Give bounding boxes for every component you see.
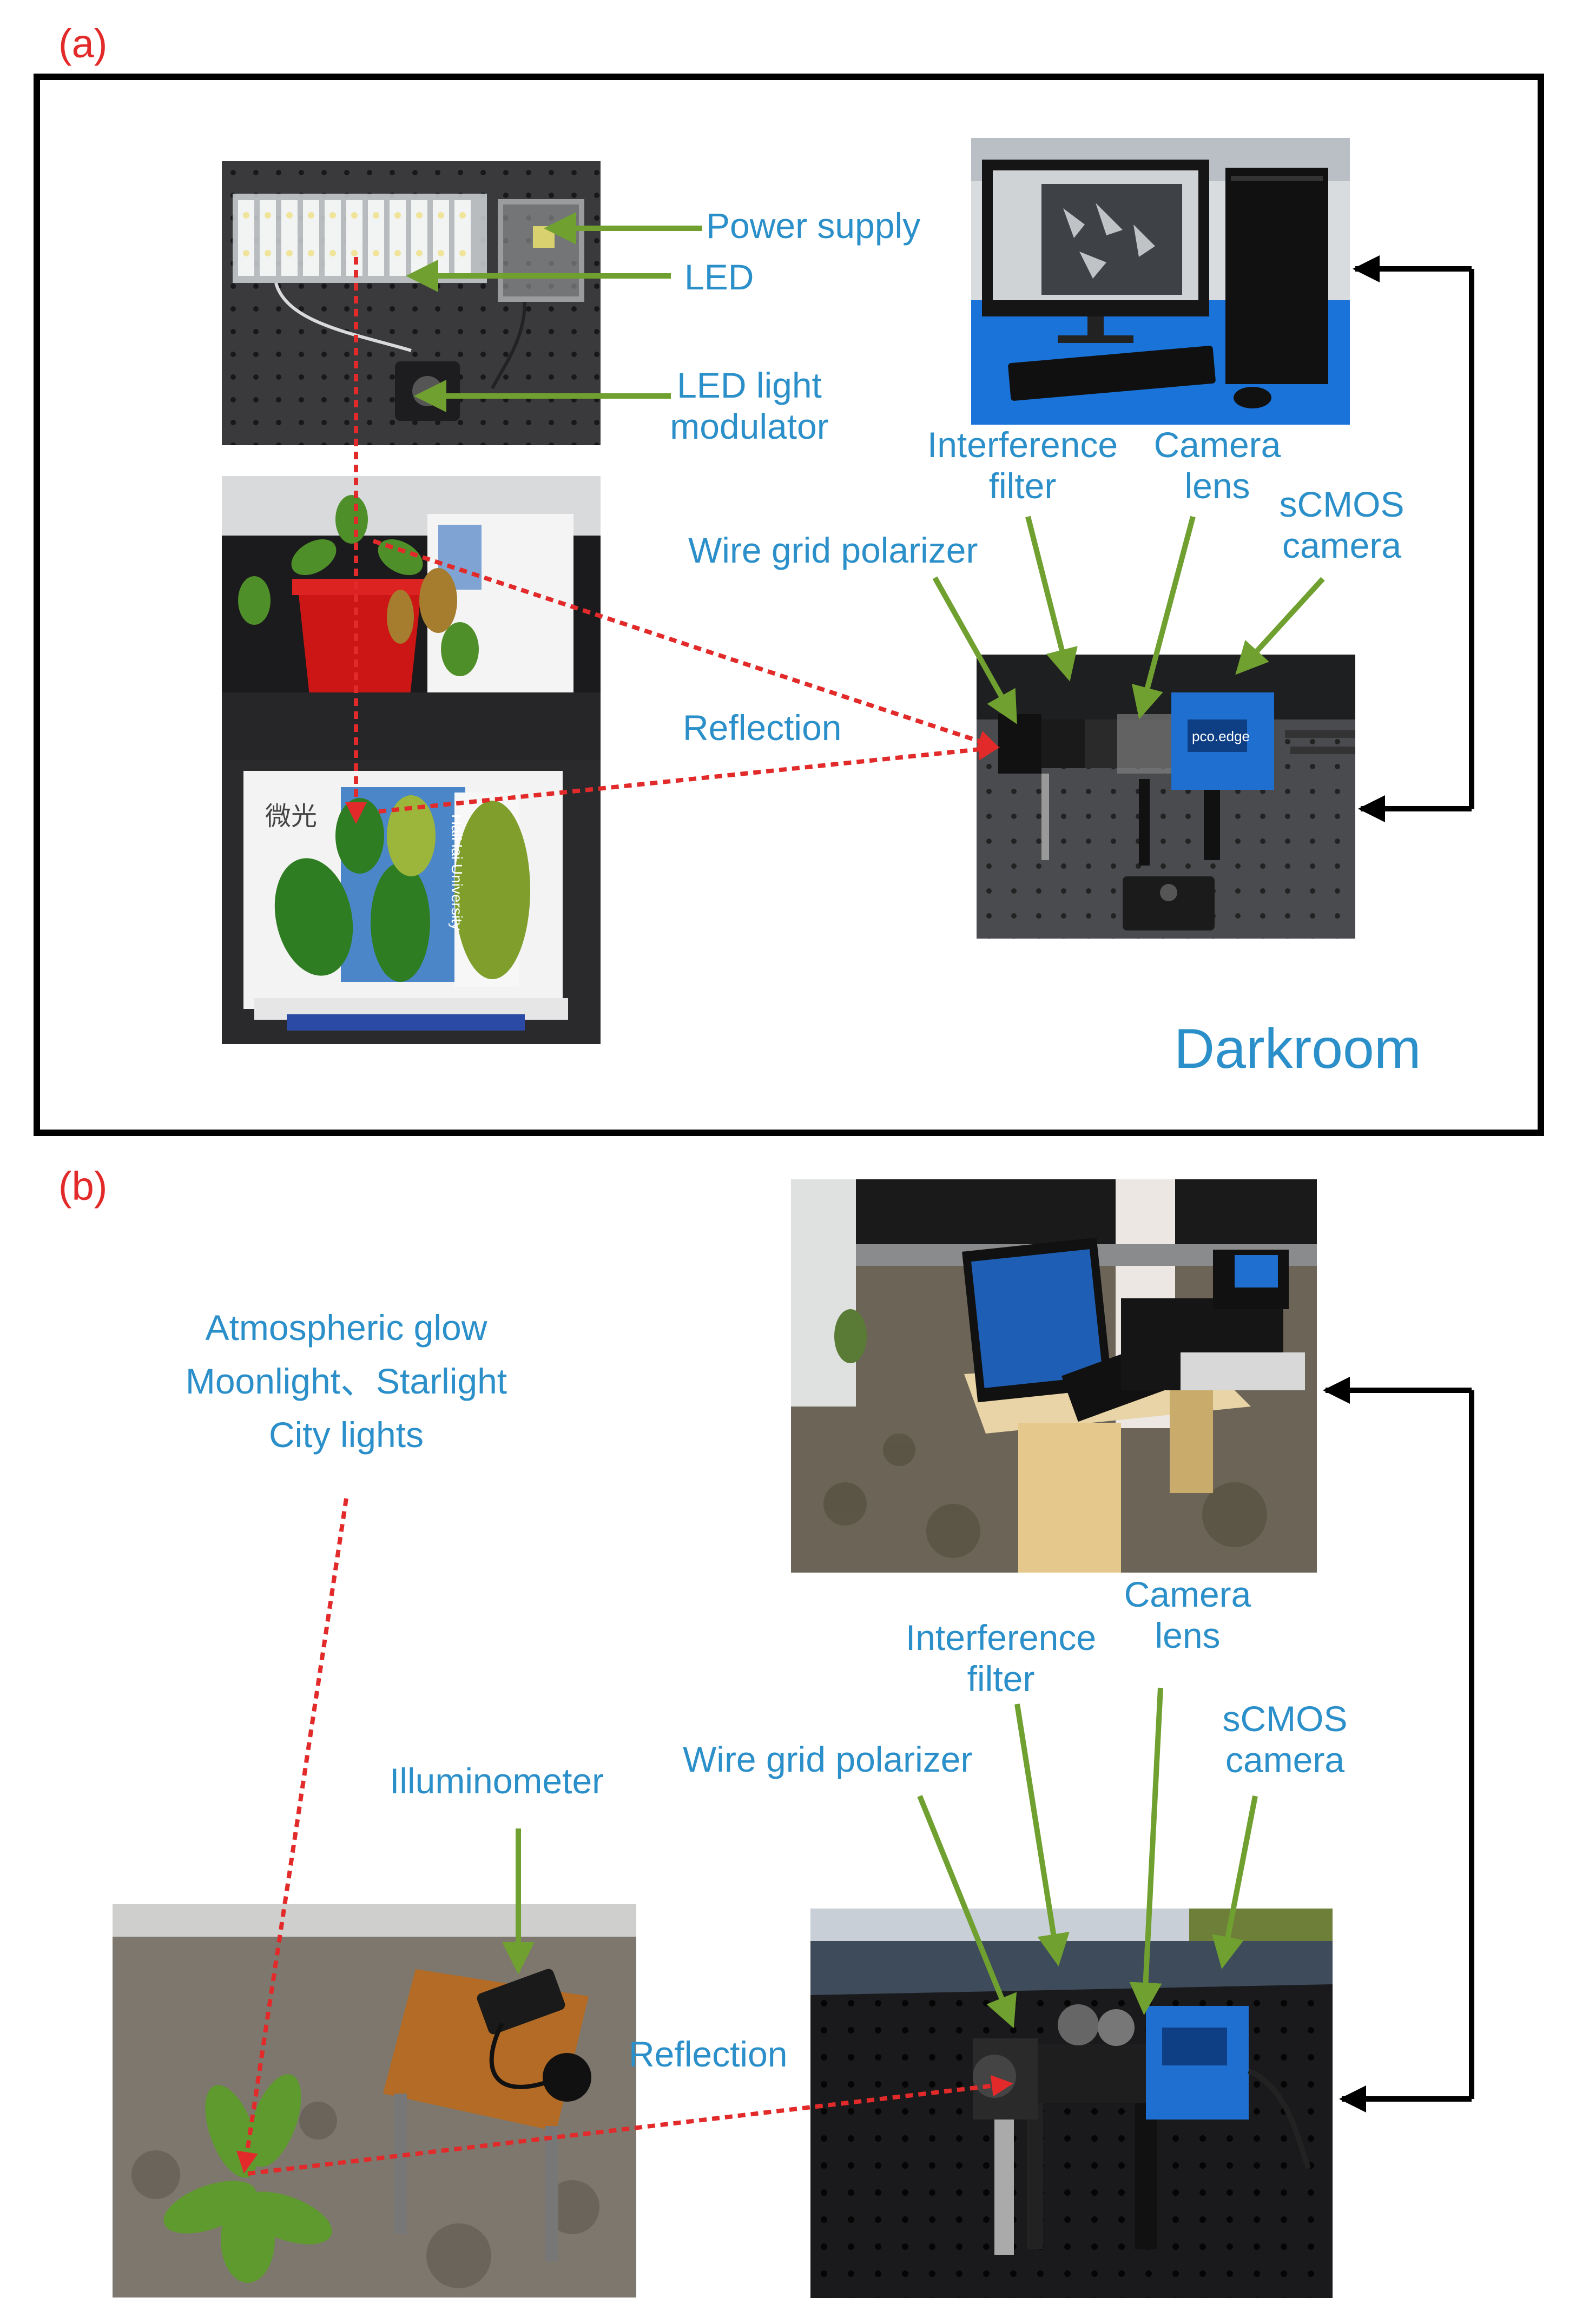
arrow-wire-grid-polarizer-b [917, 1795, 1017, 2029]
potted-plant-photo [222, 476, 601, 763]
darkroom-frame [34, 74, 1544, 1136]
light-path-leaf-to-camera [378, 738, 1000, 814]
label-ambient-light-sources: Atmospheric glow Moonlight、Starlight Cit… [185, 1308, 507, 1455]
light-path-plant-to-camera [372, 539, 1000, 751]
label-wire-grid-polarizer-a: Wire grid polarizer [688, 530, 978, 570]
arrow-camera-lens-a [1131, 516, 1196, 719]
arrow-scmos-camera-b [1212, 1795, 1258, 1969]
plant-illuminometer-photo [113, 1904, 636, 2297]
panel-b-tag: (b) [58, 1164, 108, 1209]
camera-rig-photo-a: pco.edge [977, 655, 1355, 939]
arrow-camera-lens-b [1129, 1687, 1163, 2015]
sign-chinese-text: 微光 [265, 801, 317, 831]
panel-a-tag: (a) [58, 21, 108, 66]
label-camera-lens-a: Camera lens [1153, 425, 1281, 506]
label-scmos-camera-b: sCMOS camera [1222, 1699, 1348, 1780]
label-scmos-camera-a: sCMOS camera [1279, 484, 1405, 565]
light-path-plant-to-camera-b [247, 2075, 1013, 2176]
label-camera-lens-b: Camera lens [1124, 1574, 1251, 1655]
arrow-scmos-camera-a [1235, 577, 1325, 675]
arrow-interference-filter-a [1025, 516, 1078, 682]
camera-brand-text: pco.edge [1192, 728, 1250, 744]
label-interference-filter-a: Interference filter [927, 425, 1118, 506]
label-led: LED [684, 257, 754, 297]
light-path-sky-to-plant [236, 1498, 348, 2174]
label-led-modulator: LED light modulator [670, 365, 829, 446]
outdoor-workstation-photo [791, 1179, 1317, 1573]
arrow-interference-filter-b [1014, 1704, 1070, 1966]
arrow-wire-grid-polarizer-a [932, 576, 1017, 724]
label-darkroom: Darkroom [1174, 1018, 1421, 1080]
label-illuminometer: Illuminometer [390, 1761, 604, 1801]
sign-vertical-text: HaiHai University [449, 814, 465, 930]
label-reflection-a: Reflection [683, 708, 842, 748]
label-reflection-b: Reflection [629, 2034, 788, 2074]
computer-workstation-photo [971, 138, 1350, 425]
label-power-supply: Power supply [706, 206, 921, 246]
label-interference-filter-b: Interference filter [905, 1617, 1097, 1699]
label-wire-grid-polarizer-b: Wire grid polarizer [683, 1739, 973, 1779]
